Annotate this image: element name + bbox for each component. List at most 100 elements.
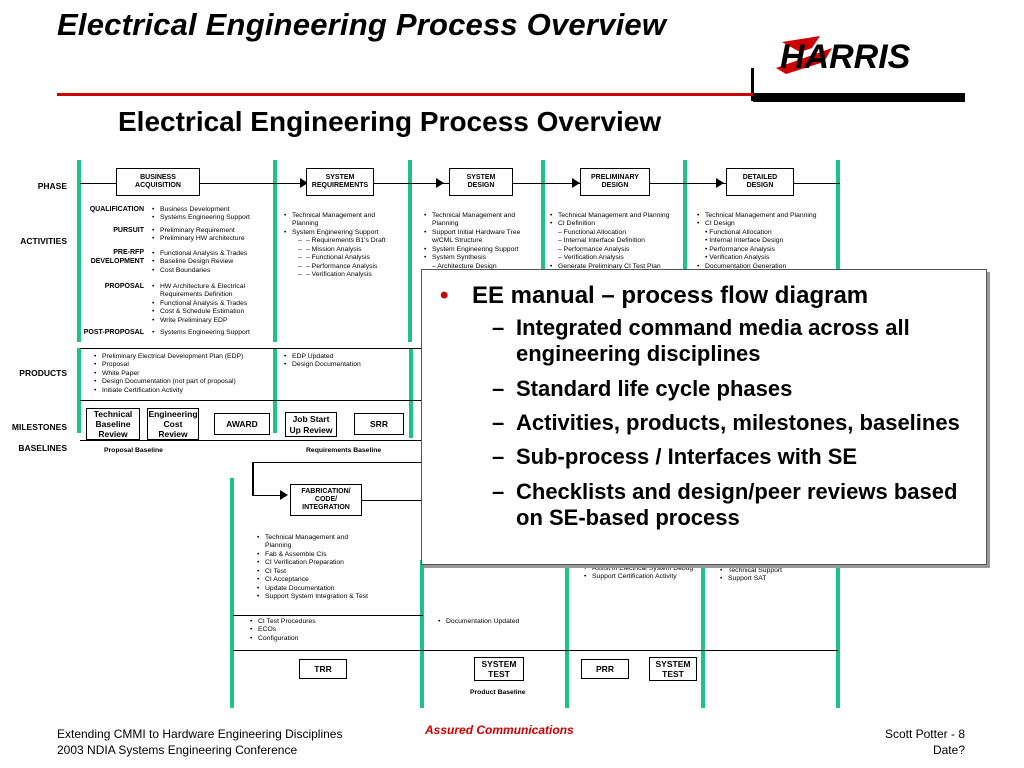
logo-text: HARRIS (780, 38, 911, 76)
list-item: System Engineering Support (284, 229, 407, 238)
flow-arrow (716, 178, 724, 188)
list-item: Support System Integration & Test (257, 593, 415, 602)
title-divider-tick (751, 68, 754, 101)
row-label-milestones: MILESTONES (11, 422, 67, 432)
row-label-baselines: BASELINES (18, 443, 67, 453)
list-item: System Engineering Support (424, 246, 540, 255)
fab-products-list: CI Test Procedures ECOs Configuration (248, 618, 408, 644)
list-item: – Requirements B1's Draft (292, 237, 407, 246)
row-label-phase: PHASE (37, 181, 67, 191)
list-item: CI Acceptance (257, 576, 415, 585)
pd-activities-list: Technical Management and PlanningCI Defi… (548, 212, 683, 272)
list-item: Fab & Assemble CIs (257, 551, 415, 560)
dash-icon: – (492, 409, 505, 435)
pre-rfp-list: Functional Analysis & Trades Baseline De… (150, 250, 275, 276)
baseline-proposal: Proposal Baseline (104, 447, 163, 454)
phase-label: DESIGN (746, 182, 774, 189)
footer-left: Extending CMMI to Hardware Engineering D… (57, 726, 342, 758)
col4-products-list: Documentation Updated (436, 618, 561, 627)
phase-label: DESIGN (601, 182, 629, 189)
activity-label-proposal: PROPOSAL (104, 283, 144, 290)
list-item: Business Development (152, 206, 275, 215)
list-item: Technical Management and (424, 212, 540, 221)
footer-author-page: Scott Potter - 8 (884, 727, 965, 741)
qualification-list: Business Development Systems Engineering… (150, 206, 275, 223)
list-item: Technical Management and (257, 534, 415, 543)
list-item: – Functional Allocation (558, 228, 627, 236)
list-item: Write Preliminary EDP (152, 317, 275, 326)
phase-label: REQUIREMENTS (311, 182, 369, 189)
callout-sub-point: –Activities, products, milestones, basel… (422, 410, 986, 436)
list-item: • Internal Interface Design (705, 237, 784, 245)
activity-label-pre-rfp: PRE-RFP (113, 249, 144, 256)
list-item: Requirements Definition (160, 291, 233, 299)
milestone-award: AWARD (214, 413, 270, 435)
list-item: w/CML Structure (432, 237, 483, 245)
ba-products-list: Preliminary Electrical Development Plan … (92, 353, 272, 396)
phase-gate-bar (683, 160, 687, 270)
list-item: Preliminary Requirement (152, 227, 275, 236)
list-item: Planning (432, 220, 459, 228)
row-separator (80, 348, 425, 349)
list-item: • Verification Analysis (705, 254, 770, 262)
phase-gate-bar (273, 348, 277, 433)
logo-bar (753, 93, 965, 102)
list-item: – Verification Analysis (292, 271, 407, 280)
list-item: Assist in Electrical System Debug (584, 565, 700, 574)
list-item: CI Test (257, 568, 415, 577)
activity-label-development: DEVELOPMENT (90, 258, 144, 265)
callout-sub-text: Activities, products, milestones, baseli… (516, 409, 960, 435)
milestone-system-test: SYSTEM TEST (474, 657, 524, 681)
list-item: Initiate Certification Activity (94, 387, 272, 396)
milestone-engineering-cost-review: Engineering Cost Review (147, 408, 199, 440)
phase-gate-bar (77, 160, 81, 342)
row-label-products: PRODUCTS (19, 368, 67, 378)
list-item: – Architecture Design (432, 262, 497, 270)
phase-gate-bar (701, 560, 705, 708)
baseline-product: Product Baseline (470, 689, 526, 696)
slide-subtitle: Electrical Engineering Process Overview (118, 106, 662, 137)
list-item: Update Documentation (257, 585, 415, 594)
activity-label-pursuit: PURSUIT (113, 227, 144, 234)
flow-arrow (280, 490, 288, 500)
row-label-activities: ACTIVITIES (20, 236, 67, 246)
phase-label: INTEGRATION (302, 504, 350, 512)
flow-connector (252, 462, 254, 495)
milestone-prr: PRR (581, 659, 629, 679)
list-item: Technical Management and (284, 212, 407, 221)
phase-gate-bar (409, 348, 413, 438)
list-item: – Verification Analysis (558, 254, 624, 262)
callout-sub-text: Checklists and design/peer reviews based… (516, 478, 958, 531)
milestone-srr: SRR (354, 413, 404, 435)
phase-label: DESIGN (467, 182, 495, 189)
list-item: Proposal (94, 361, 272, 370)
footer-conference-name: 2003 NDIA Systems Engineering Conference (57, 743, 298, 758)
flow-connector (252, 462, 422, 463)
list-item: Design Documentation (284, 361, 407, 370)
list-item: • Performance Analysis (705, 245, 775, 253)
callout-sub-text: Integrated command media across all engi… (516, 314, 910, 367)
footer-right: Scott Potter - 8 Date? (820, 726, 965, 758)
activity-label-qualification: QUALIFICATION (89, 206, 144, 213)
flow-arrow (436, 178, 444, 188)
phase-gate-bar (273, 160, 277, 342)
list-item: Documentation Generation (697, 263, 835, 272)
list-item: Generate Preliminary CI Test Plan (550, 263, 683, 272)
sr-activities-list: Technical Management andPlanningSystem E… (282, 212, 407, 280)
list-item: – Performance Analysis (292, 263, 407, 272)
footer-date: Date? (932, 743, 965, 758)
list-item: – Internal Interface Definition (558, 237, 645, 245)
sd-activities-list: Technical Management andPlanningSupport … (422, 212, 540, 271)
phase-label: SYSTEM (466, 173, 496, 181)
phase-label: CODE/ (314, 495, 338, 503)
footer-conference-title: Extending CMMI to Hardware Engineering D… (57, 727, 343, 741)
bullet-icon: • (440, 282, 449, 309)
list-item: ECOs (250, 626, 408, 635)
post-proposal-list: Systems Engineering Support (150, 329, 275, 338)
list-item: White Paper (94, 370, 272, 379)
list-item: Support SAT (720, 575, 833, 584)
phase-gate-bar (836, 560, 840, 708)
